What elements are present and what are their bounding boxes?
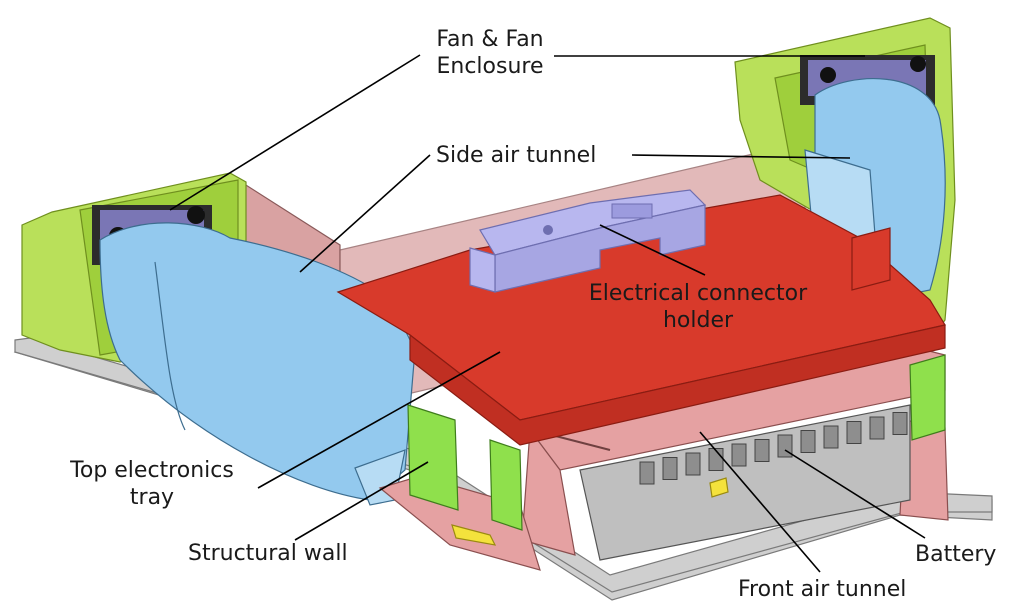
top-electronics-tray-lip [851, 227, 891, 291]
battery-cells [639, 412, 908, 485]
label-electrical-connector-holder: Electrical connector holder [568, 280, 828, 334]
structural-wall-mid [489, 439, 523, 531]
label-tray-line1: Top electronics [70, 458, 234, 483]
label-side-air-tunnel: Side air tunnel [436, 143, 597, 168]
structural-wall-right [909, 354, 946, 441]
label-connector-line1: Electrical connector [588, 281, 808, 306]
battery-cell [823, 425, 839, 449]
leader-lines [169, 54, 926, 573]
leader-battery [784, 449, 926, 539]
leader-side-tunnel-right [631, 154, 851, 159]
label-battery: Battery [915, 542, 997, 567]
front-air-tunnel-side [521, 428, 576, 556]
leader-top-tray [257, 351, 501, 489]
battery-cell [685, 452, 701, 476]
label-fan-line2: Enclosure [436, 54, 544, 79]
battery-cell [800, 430, 816, 453]
top-electronics-tray-front [409, 324, 946, 446]
label-fan-enclosure: Fan & Fan Enclosure [420, 26, 560, 80]
label-tray-line2: tray [129, 485, 175, 510]
label-structural-wall: Structural wall [188, 541, 348, 566]
label-connector-line2: holder [662, 308, 734, 333]
battery-cell [639, 461, 655, 485]
label-top-electronics-tray: Top electronics tray [52, 457, 252, 511]
left-fan-icon-2 [187, 206, 205, 224]
battery-cell [892, 412, 908, 435]
label-front-air-tunnel: Front air tunnel [738, 577, 907, 602]
leader-fan-left [169, 54, 421, 211]
battery-cell [662, 457, 678, 480]
left-tunnel-seam [154, 261, 186, 431]
connector-hole [543, 225, 553, 235]
connector-holder-side [469, 247, 496, 293]
right-fan-icon-2 [910, 56, 926, 72]
label-fan-line1: Fan & Fan [436, 27, 544, 52]
leader-connector [599, 224, 706, 276]
accent-block-1 [709, 477, 729, 498]
battery-cell [731, 443, 747, 467]
leader-structural-wall [294, 461, 429, 541]
battery-cell [754, 439, 770, 462]
right-fan-icon [820, 67, 836, 83]
battery-cell [869, 416, 885, 440]
structural-wall-left [407, 404, 459, 511]
leader-side-tunnel-left [299, 154, 431, 273]
battery-cell [846, 421, 862, 444]
connector-plate [611, 203, 653, 219]
right-side-air-tunnel [814, 78, 946, 301]
leader-front-tunnel [699, 431, 821, 573]
accent-block-2 [451, 524, 497, 546]
